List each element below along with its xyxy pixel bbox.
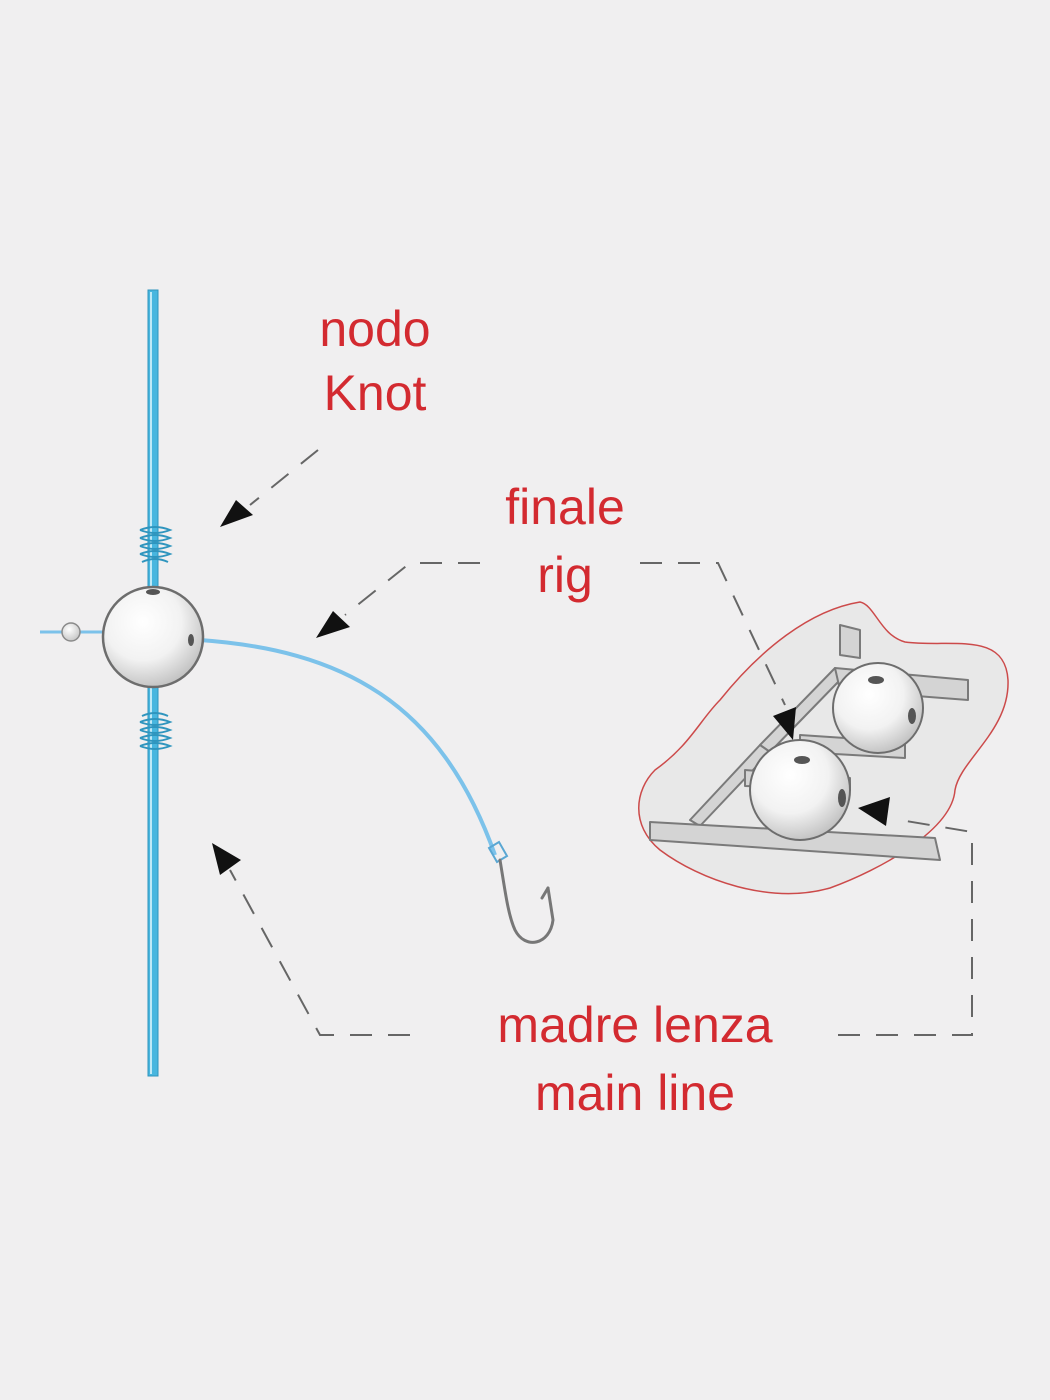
small-bead-icon <box>40 622 110 642</box>
knot-label-italian: nodo <box>319 301 431 357</box>
main-line-label-english: main line <box>534 1065 736 1121</box>
bead-sprue-icon <box>638 601 1009 895</box>
knot-leader <box>249 449 319 506</box>
upper-knot-wraps <box>139 526 173 563</box>
main-line-leader-left <box>229 869 410 1036</box>
rig-leader-right <box>640 562 786 706</box>
sprue-arrow-lower <box>858 797 890 826</box>
round-bead-icon <box>101 585 205 689</box>
fishing-hook-icon <box>498 858 555 944</box>
rig-leader <box>344 562 480 616</box>
rig-label-italian: finale <box>505 479 625 535</box>
rig-arrow <box>316 611 350 638</box>
main-line-label-italian: madre lenza <box>497 997 773 1053</box>
knot-label-english: Knot <box>323 365 427 421</box>
knot-arrow <box>220 500 253 527</box>
rig-line <box>199 638 509 864</box>
dashed-leaders <box>229 449 973 1036</box>
sprue-arrow-upper <box>773 707 796 740</box>
main-line-arrow <box>212 843 241 875</box>
lower-knot-wraps <box>139 712 173 750</box>
arrow-heads <box>212 500 890 875</box>
rig-label-english: rig <box>537 547 593 603</box>
main-line-leader-right <box>838 819 973 1036</box>
